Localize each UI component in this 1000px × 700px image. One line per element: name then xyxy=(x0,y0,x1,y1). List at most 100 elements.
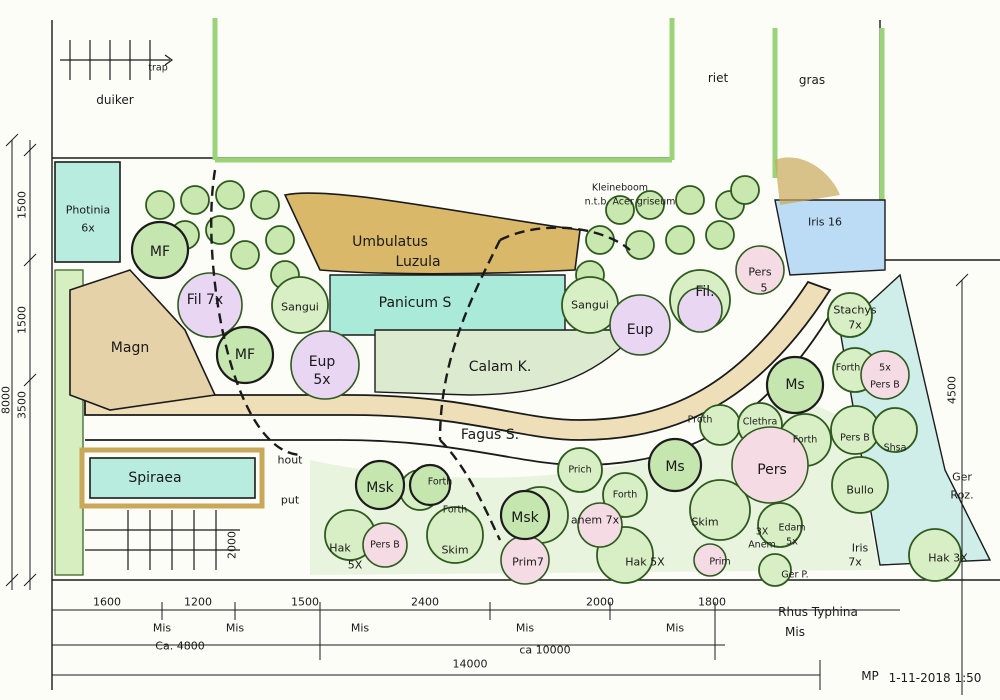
roz-label: Roz. xyxy=(950,488,974,502)
stachys-label: Stachys xyxy=(833,303,877,317)
eup-5x-count: 5x xyxy=(313,372,331,388)
dim-ca-10000: ca 10000 xyxy=(519,643,571,657)
mis-4: Mis xyxy=(515,621,535,635)
pers-main-label: Pers xyxy=(757,462,787,478)
stachys-count: 7x xyxy=(848,318,862,332)
dim-right-4500: 4500 xyxy=(945,376,959,404)
photinia-count: 6x xyxy=(81,221,95,235)
dim-left-8000: 8000 xyxy=(0,386,13,414)
dim-left-1500-a: 1500 xyxy=(15,191,29,219)
mf-label-1: MF xyxy=(149,244,171,260)
dim-b-1500: 1500 xyxy=(291,595,319,609)
forth-label-1: Forth xyxy=(835,362,861,374)
dim-b-1800: 1800 xyxy=(698,595,726,609)
dim-left xyxy=(5,133,37,590)
stairs-bottom xyxy=(85,510,240,570)
pers-b-label-2: Pers B xyxy=(370,539,400,551)
stairs-top xyxy=(60,40,174,80)
ochre-patch xyxy=(775,157,840,205)
eup-label-2: Eup xyxy=(626,322,654,338)
ger-label: Ger xyxy=(952,470,972,484)
dark-trees xyxy=(130,220,825,541)
edam-count: 5x xyxy=(786,536,798,548)
ger-p-label: Ger P. xyxy=(781,569,809,581)
dim-b-1200: 1200 xyxy=(184,595,212,609)
forth-label-4: Forth xyxy=(612,489,638,501)
mis-2: Mis xyxy=(225,621,245,635)
iris-7x-count: 7x xyxy=(848,555,862,569)
prich-label: Prich xyxy=(568,464,592,476)
acer-canopy xyxy=(499,226,631,251)
proth-label: Proth xyxy=(687,414,713,426)
pink-shrubs xyxy=(362,245,910,585)
anem-label: anem 7x xyxy=(570,513,620,527)
iris16-block xyxy=(774,199,886,276)
dim-left-2000: 2000 xyxy=(225,531,239,559)
hak-5x-label-1: Hak xyxy=(329,541,351,555)
forth-label-3: Forth xyxy=(427,476,453,488)
dim-b-1600: 1600 xyxy=(93,595,121,609)
fagus-outline xyxy=(210,169,502,541)
rhus-mis-label: Mis xyxy=(785,625,805,639)
pers-b-5x-count: 5x xyxy=(879,362,891,374)
iris-16-label: Iris 16 xyxy=(807,215,843,229)
photinia-block xyxy=(54,161,121,263)
anem-3x-count: 3X xyxy=(755,526,769,538)
luzula-label: Luzula xyxy=(395,254,441,270)
eup-5x-label: Eup xyxy=(308,354,336,370)
main-path xyxy=(84,280,832,441)
magnolia-bed xyxy=(69,269,217,411)
clethra-label: Clethra xyxy=(742,416,778,428)
dim-bottom xyxy=(51,600,900,690)
mf-label-2: MF xyxy=(234,347,256,363)
hak-5x-label-2: Hak 5X xyxy=(625,555,665,569)
fagus-label: Fagus S. xyxy=(460,427,520,443)
ms-label-2: Ms xyxy=(665,459,685,475)
msk-label-2: Msk xyxy=(511,510,539,526)
msk-label-1: Msk xyxy=(366,480,394,496)
hout-label: hout xyxy=(277,453,303,467)
riet-label: riet xyxy=(707,71,729,85)
calam-label: Calam K. xyxy=(468,359,532,375)
fil-7x-label: Fil 7x xyxy=(186,292,224,308)
gras-label: gras xyxy=(798,73,826,87)
skim-label-2: Skim xyxy=(691,515,719,529)
dim-left-1500-b: 1500 xyxy=(15,306,29,334)
mis-3: Mis xyxy=(350,621,370,635)
forth-label-2: Forth xyxy=(792,434,818,446)
dim-b-2000: 2000 xyxy=(586,595,614,609)
pers-5-label: Pers xyxy=(748,265,772,279)
dim-b-2400: 2400 xyxy=(411,595,439,609)
sangui-label-2: Sangui xyxy=(571,298,609,312)
edam-label: Edam xyxy=(778,522,806,534)
prim-label-2: Prim xyxy=(709,556,731,568)
magnolia-label: Magn xyxy=(110,340,150,356)
shsa-label: Shsa xyxy=(883,442,907,454)
pers-5-count: 5 xyxy=(760,281,768,295)
skim-label-1: Skim xyxy=(441,543,469,557)
photinia-label: Photinia xyxy=(65,203,111,217)
umbulatus-label: Umbulatus xyxy=(352,234,428,250)
bullo-label: Bullo xyxy=(846,483,874,497)
dim-left-3500: 3500 xyxy=(15,391,29,419)
duiker-label: duiker xyxy=(96,93,134,107)
purple-shrubs xyxy=(177,272,723,400)
trap-label: trap xyxy=(148,62,168,74)
acer-label: n.t.b. Acer griseum xyxy=(584,196,676,208)
panicum-label: Panicum S xyxy=(378,295,452,311)
dim-right xyxy=(955,273,969,695)
rhus-label: Rhus Typhina xyxy=(778,605,858,619)
dim-ca-4800: Ca. 4800 xyxy=(155,639,205,653)
pers-b-5x-label: Pers B xyxy=(870,379,900,391)
hak-3x-label: Hak 3X xyxy=(928,551,968,565)
pers-b-label-3: Pers B xyxy=(840,432,870,444)
fil-label-2: Fil. xyxy=(695,284,715,300)
forth-label-5: Forth xyxy=(442,504,468,516)
anem-3x-label: Anem xyxy=(748,539,776,551)
dim-total-14000: 14000 xyxy=(452,657,488,671)
prim7-label: Prim7 xyxy=(512,555,544,569)
kleineboom-label: Kleineboom xyxy=(591,182,649,194)
spiraea-frame xyxy=(79,447,265,509)
